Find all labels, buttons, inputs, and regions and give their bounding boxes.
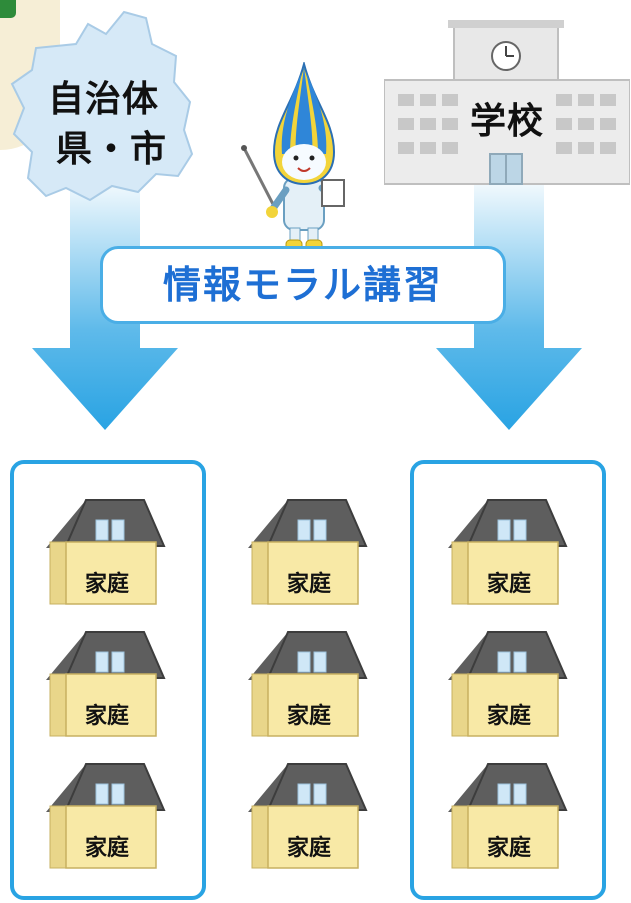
house-icon [448, 763, 568, 869]
house-icon [248, 763, 368, 869]
house-label: 家庭 [286, 836, 331, 861]
house-label: 家庭 [486, 836, 531, 861]
house-icon [248, 499, 368, 605]
municipality-label-line1: 自治体 [48, 79, 160, 120]
corner-tab [0, 0, 16, 18]
household-middle-1: 家庭 [240, 490, 368, 608]
household-middle-2: 家庭 [240, 622, 368, 740]
prefecture-map-icon [10, 10, 194, 202]
lecture-banner-label: 情報モラル講習 [162, 263, 443, 307]
school-label: 学校 [470, 101, 545, 142]
household-right-2: 家庭 [440, 622, 568, 740]
right-down-arrow [436, 180, 582, 430]
house-icon [46, 763, 166, 869]
household-left-3: 家庭 [38, 754, 166, 872]
household-right-1: 家庭 [440, 490, 568, 608]
household-left-1: 家庭 [38, 490, 166, 608]
house-icon [46, 499, 166, 605]
municipality-label-line2: 県・市 [56, 129, 168, 170]
house-label: 家庭 [84, 572, 129, 597]
left-household-group [10, 460, 206, 900]
house-label: 家庭 [84, 836, 129, 861]
household-left-2: 家庭 [38, 622, 166, 740]
household-right-3: 家庭 [440, 754, 568, 872]
house-label: 家庭 [286, 704, 331, 729]
school-building-icon [384, 20, 630, 185]
lecture-banner: 情報モラル講習 [100, 246, 506, 324]
house-icon [248, 631, 368, 737]
house-label: 家庭 [486, 572, 531, 597]
household-middle-3: 家庭 [240, 754, 368, 872]
house-label: 家庭 [486, 704, 531, 729]
house-icon [46, 631, 166, 737]
right-household-group [410, 460, 606, 900]
house-icon [448, 631, 568, 737]
house-icon [448, 499, 568, 605]
house-label: 家庭 [84, 704, 129, 729]
house-label: 家庭 [286, 572, 331, 597]
mascot-icon [241, 62, 345, 257]
